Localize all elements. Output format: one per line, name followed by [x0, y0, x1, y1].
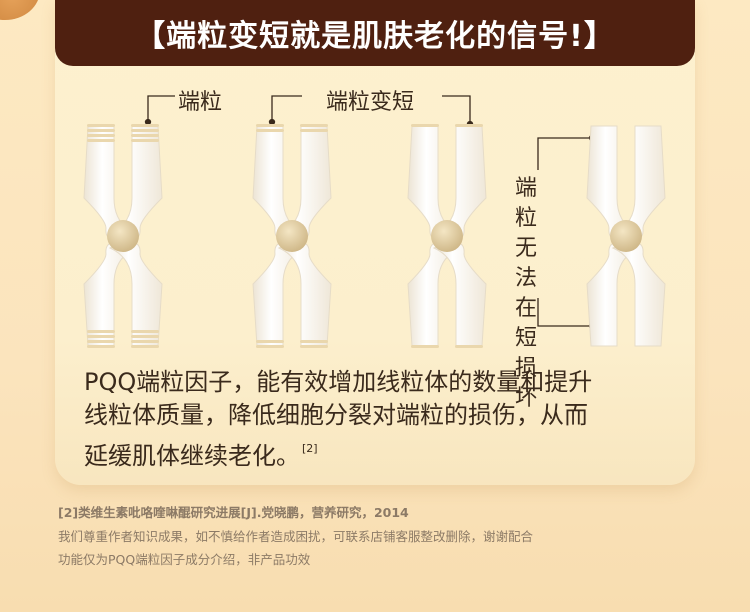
banner-title: 【端粒变短就是肌肤老化的信号!】 [135, 19, 615, 54]
telomere-band [131, 134, 159, 137]
label-cannot-repair-line: 损坏 [514, 356, 537, 411]
telomere-band [131, 335, 159, 338]
description-line: PQQ端粒因子，能有效增加线粒体的数量和提升 [84, 368, 593, 396]
label-cannot-repair-line: 在短 [514, 296, 537, 351]
chromosome-shorter-telomeres [252, 124, 332, 348]
chromosome-short-telomeres [407, 124, 487, 348]
centromere [431, 220, 463, 252]
telomere-band [131, 124, 159, 127]
label-cannot-repair-line: 无法 [514, 236, 537, 291]
telomere-band [87, 340, 115, 343]
telomere-band [455, 345, 483, 348]
chromosome-long-telomeres [83, 124, 163, 348]
telomere-band [455, 124, 483, 127]
telomere-band [87, 335, 115, 338]
description-line: 线粒体质量，降低细胞分裂对端粒的损伤，从而 [84, 401, 588, 429]
telomere-band [87, 134, 115, 137]
telomere-band [256, 129, 284, 132]
telomere-band [256, 124, 284, 127]
telomere-band [87, 124, 115, 127]
telomere-band [256, 345, 284, 348]
telomere-band [300, 345, 328, 348]
telomere-band [256, 340, 284, 343]
centromere [107, 220, 139, 252]
content-card [55, 0, 695, 485]
label-telomere-shortening: 端粒变短 [326, 90, 415, 115]
telomere-band [131, 330, 159, 333]
telomere-band [131, 139, 159, 142]
label-telomere: 端粒 [178, 90, 223, 115]
telomere-band [300, 340, 328, 343]
connector-cannot-top [537, 137, 592, 170]
disclaimer-line: 功能仅为PQQ端粒因子成分介绍，非产品功效 [58, 552, 311, 567]
telomere-band [131, 129, 159, 132]
description: PQQ端粒因子，能有效增加线粒体的数量和提升 线粒体质量，降低细胞分裂对端粒的损… [84, 366, 674, 473]
telomere-band [87, 345, 115, 348]
label-cannot-repair-line: 端粒 [514, 176, 537, 231]
telomere-band [87, 330, 115, 333]
disclaimer-line: 我们尊重作者知识成果，如不慎给作者造成困扰，可联系店铺客服整改删除，谢谢配合 [58, 529, 534, 544]
reference-footnote: [2]类维生素吡咯喹啉醌研究进展[J].党晓鹏，营养研究，2014 [58, 505, 409, 520]
centromere [276, 220, 308, 252]
connector-cannot-bottom [537, 298, 592, 327]
telomere-band [300, 124, 328, 127]
telomere-band [411, 345, 439, 348]
label-cannot-repair: 端粒 无法 在短 损坏 [506, 174, 546, 414]
telomere-band [87, 139, 115, 142]
telomere-band [131, 345, 159, 348]
connector-telomere [147, 95, 175, 122]
title-banner: 【端粒变短就是肌肤老化的信号!】 [55, 0, 695, 66]
connector-shortening-right [442, 95, 471, 124]
centromere [610, 220, 642, 252]
chromosome-damaged-telomeres [586, 125, 666, 347]
telomere-band [300, 129, 328, 132]
connector-shortening-left [271, 95, 302, 122]
description-line-last: 延缓肌体继续老化。[2] [84, 432, 674, 473]
description-line-text: 延缓肌体继续老化。 [84, 442, 300, 470]
telomere-band [87, 129, 115, 132]
telomere-band [131, 340, 159, 343]
citation-mark: [2] [302, 442, 318, 455]
telomere-band [411, 124, 439, 127]
